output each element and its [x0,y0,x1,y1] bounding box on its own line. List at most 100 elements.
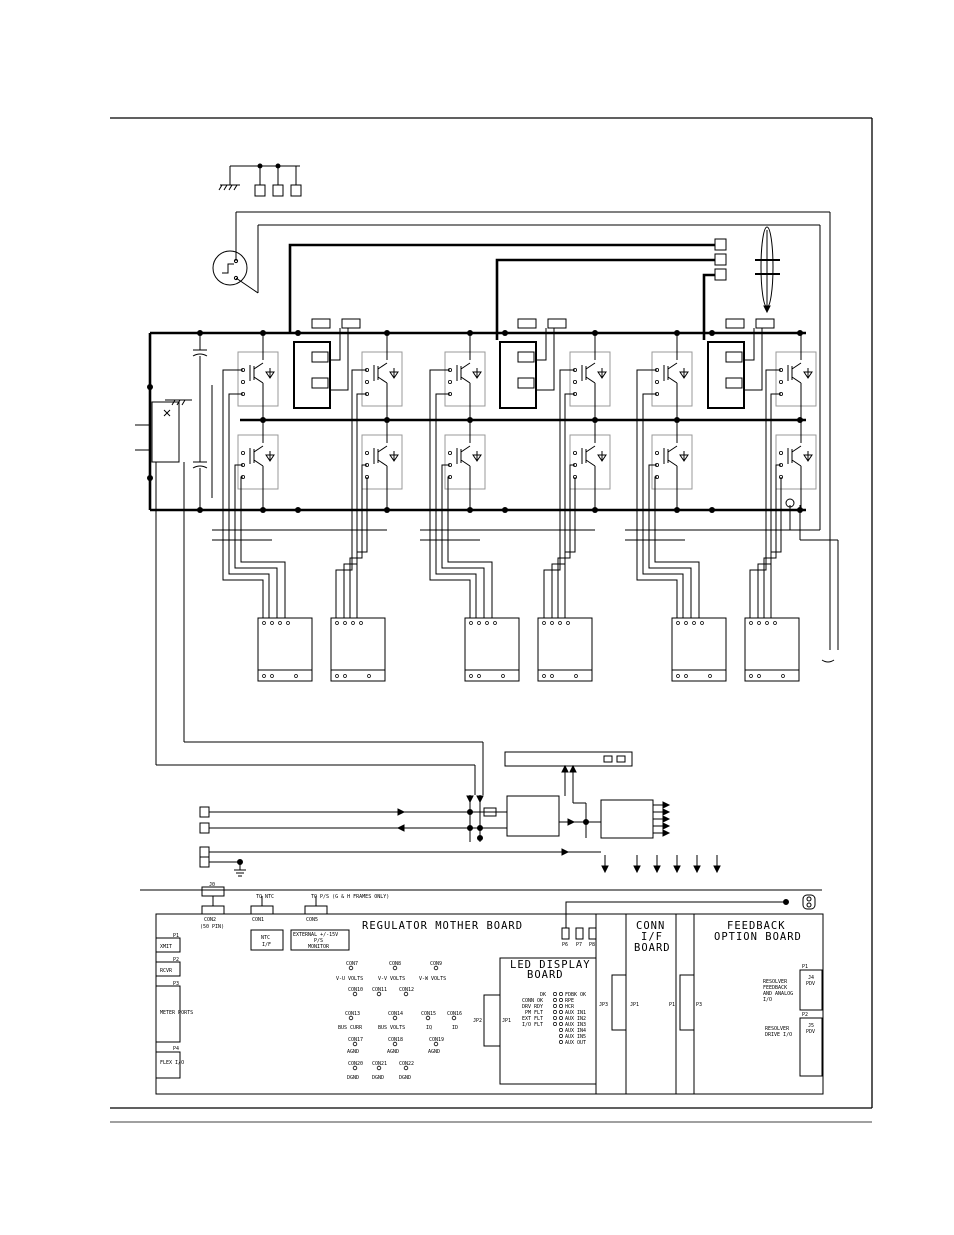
tp-con15: CON15 [421,1011,436,1017]
power-supply [140,751,822,891]
resolver-fb-2: FEEDBACK [763,985,787,991]
tp-con14-label: BUS VOLTS [378,1025,405,1031]
jumper-p8: P8 [589,942,595,948]
led-board-title-1: LED DISPLAY [510,959,591,971]
conn-jp3-label: JP3 [599,1002,608,1008]
ntc-box-line1: NTC [261,935,270,941]
tp-con8-label: V-V VOLTS [378,976,405,982]
led-right-0: FDBK OK [565,992,586,998]
board-outlines [155,886,824,1095]
port-p3-label: METER PORTS [160,1010,193,1016]
phase-sense-blocks [293,318,775,409]
led-right-1: RPE [565,998,574,1004]
ps-input-terminals [199,806,210,868]
tp-con20-label: DGND [347,1075,359,1081]
con5-top-label: TO P/S (G & H FRAMES ONLY) [311,894,389,900]
tp-con7-label: V-U VOLTS [336,976,363,982]
tp-con19-label: AGND [428,1049,440,1055]
tp-con18-label: AGND [387,1049,399,1055]
port-p2-id: P2 [173,957,179,963]
tp-con21: CON21 [372,1061,387,1067]
tp-con10: CON10 [348,987,363,993]
led-markers [553,992,563,1044]
led-right-3: AUX IN1 [565,1010,586,1016]
bus-input [135,399,484,795]
resolver-fb-3: AND ANALOG [763,991,793,997]
tp-con7: CON7 [346,961,358,967]
ground-terminals [218,163,302,197]
tp-con16-label: ID [452,1025,458,1031]
gate-driver-boards [257,617,800,682]
page-frame [110,117,873,1123]
thermal-switch [212,211,839,663]
gate-wiring [212,369,800,618]
resolver-fb-4: I/O [763,997,772,1003]
con1-label: CON1 [252,917,264,923]
tp-con14: CON14 [388,1011,403,1017]
con5-label: CON5 [306,917,318,923]
con2-top-label: J0 [209,882,215,888]
jumper-p6: P6 [562,942,568,948]
led-right-2: HCR [565,1004,575,1010]
conn-board-title-3: BOARD [634,942,671,954]
port-p2-label: RCVR [160,968,173,974]
tp-con13-label: BUS CURR [338,1025,363,1031]
tp-con15-label: IQ [426,1025,432,1031]
j5-line3: PDV [806,1029,815,1035]
led-left-3: PM FLT [525,1010,543,1016]
conn-board-title-2: I/F [641,931,663,943]
j4-line1: P1 [802,964,808,970]
feedback-title-1: FEEDBACK [727,920,786,932]
ext-box-line2: P/S [314,938,323,944]
resolver-drive-1: RESOLVER [765,1026,790,1032]
j4-line3: PDV [806,981,815,987]
jp2-label: JP2 [473,1018,482,1024]
tp-con9: CON9 [430,961,442,967]
bus-capacitors [192,333,213,510]
con2-label: CON2 [204,917,216,923]
led-jp1-label: JP1 [502,1018,511,1024]
tp-con13: CON13 [345,1011,360,1017]
igbt-pins [240,367,784,479]
led-left-5: I/O FLT [522,1022,543,1028]
tp-con22-label: DGND [399,1075,411,1081]
output-terminals [714,238,727,281]
feedback-p3-label: P3 [696,1002,702,1008]
current-sensor [755,226,780,314]
driver-pins [262,621,785,678]
tp-con21-label: DGND [372,1075,384,1081]
port-p4-label: FLEX I/O [160,1060,184,1066]
led-right-8: AUX OUT [565,1040,586,1046]
conn-jp1-label: JP1 [630,1002,639,1008]
led-right-6: AUX IN4 [565,1028,586,1034]
led-left-2: DRV RDY [522,1004,543,1010]
con1-top-label: TO NTC [256,894,274,900]
ext-box-line1: EXTERNAL +/-15V [293,932,338,938]
conn-board-title-1: CONN [636,920,665,932]
mother-board-title: REGULATOR MOTHER BOARD [362,920,523,932]
port-p3-id: P3 [173,981,179,987]
output-phase-lines [288,243,715,340]
con2-sub-label: (50 PIN) [200,924,224,930]
led-left-1: CONN OK [522,998,543,1004]
tp-con22: CON22 [399,1061,414,1067]
tp-con18: CON18 [388,1037,403,1043]
led-left-4: EXT FLT [522,1016,543,1022]
tp-con16: CON16 [447,1011,462,1017]
j4-line2: J4 [808,975,814,981]
tp-con20: CON20 [348,1061,363,1067]
j5-line1: P2 [802,1012,808,1018]
led-right-5: AUX IN3 [565,1022,586,1028]
led-right-4: AUX IN2 [565,1016,586,1022]
igbt-modules [237,351,817,490]
led-left-0: DK [540,992,546,998]
tp-con9-label: V-W VOLTS [419,976,446,982]
tp-con12: CON12 [399,987,414,993]
feedback-title-2: OPTION BOARD [714,931,802,943]
resolver-drive-2: DRIVE I/O [765,1032,792,1038]
igbt-symbols [249,333,813,510]
tp-con19: CON19 [429,1037,444,1043]
tp-con8: CON8 [389,961,401,967]
tp-con11: CON11 [372,987,387,993]
